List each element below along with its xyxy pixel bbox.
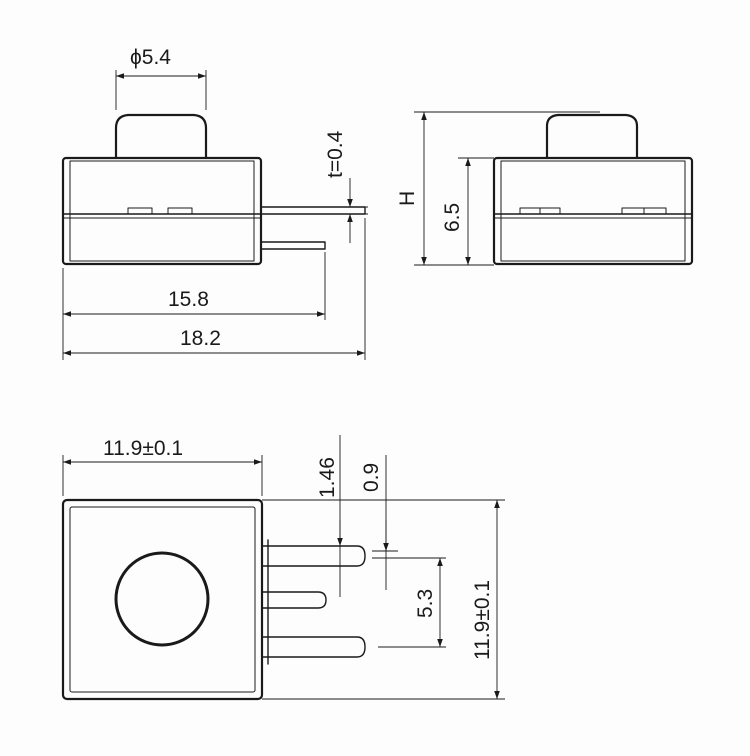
side-view: H 6.5 [396, 111, 694, 266]
dim-button-diameter: ϕ5.4 [130, 46, 171, 69]
pin-3 [261, 636, 366, 658]
dim-bottom-width: 11.9±0.1 [103, 437, 183, 460]
dim-pin-offset: 1.46 [316, 457, 339, 498]
dim-pin-pitch: 5.3 [414, 589, 437, 618]
front-terminal-lower [260, 241, 326, 250]
dim-bottom-height: 11.9±0.1 [471, 580, 494, 660]
bottom-button-circle [114, 551, 210, 647]
front-view: ϕ5.4 t=0.4 15.8 18.2 [61, 46, 368, 360]
dim-height: H [396, 191, 419, 206]
dim-body-height: 6.5 [441, 203, 464, 232]
dim-body-length: 15.8 [168, 288, 209, 311]
bottom-view: 11.9±0.1 1.46 0.9 5.3 11.9±0.1 [61, 435, 505, 701]
pin-1 [261, 545, 366, 567]
pin-2 [261, 591, 327, 609]
dim-terminal-thickness: t=0.4 [324, 130, 347, 178]
dim-pin-width: 0.9 [360, 463, 383, 492]
dim-overall-length: 18.2 [180, 327, 221, 350]
bottom-body [61, 498, 264, 701]
side-body [492, 156, 694, 266]
side-button [545, 113, 639, 160]
front-terminal-upper [260, 206, 366, 215]
front-button [114, 113, 208, 160]
front-body [61, 156, 263, 266]
